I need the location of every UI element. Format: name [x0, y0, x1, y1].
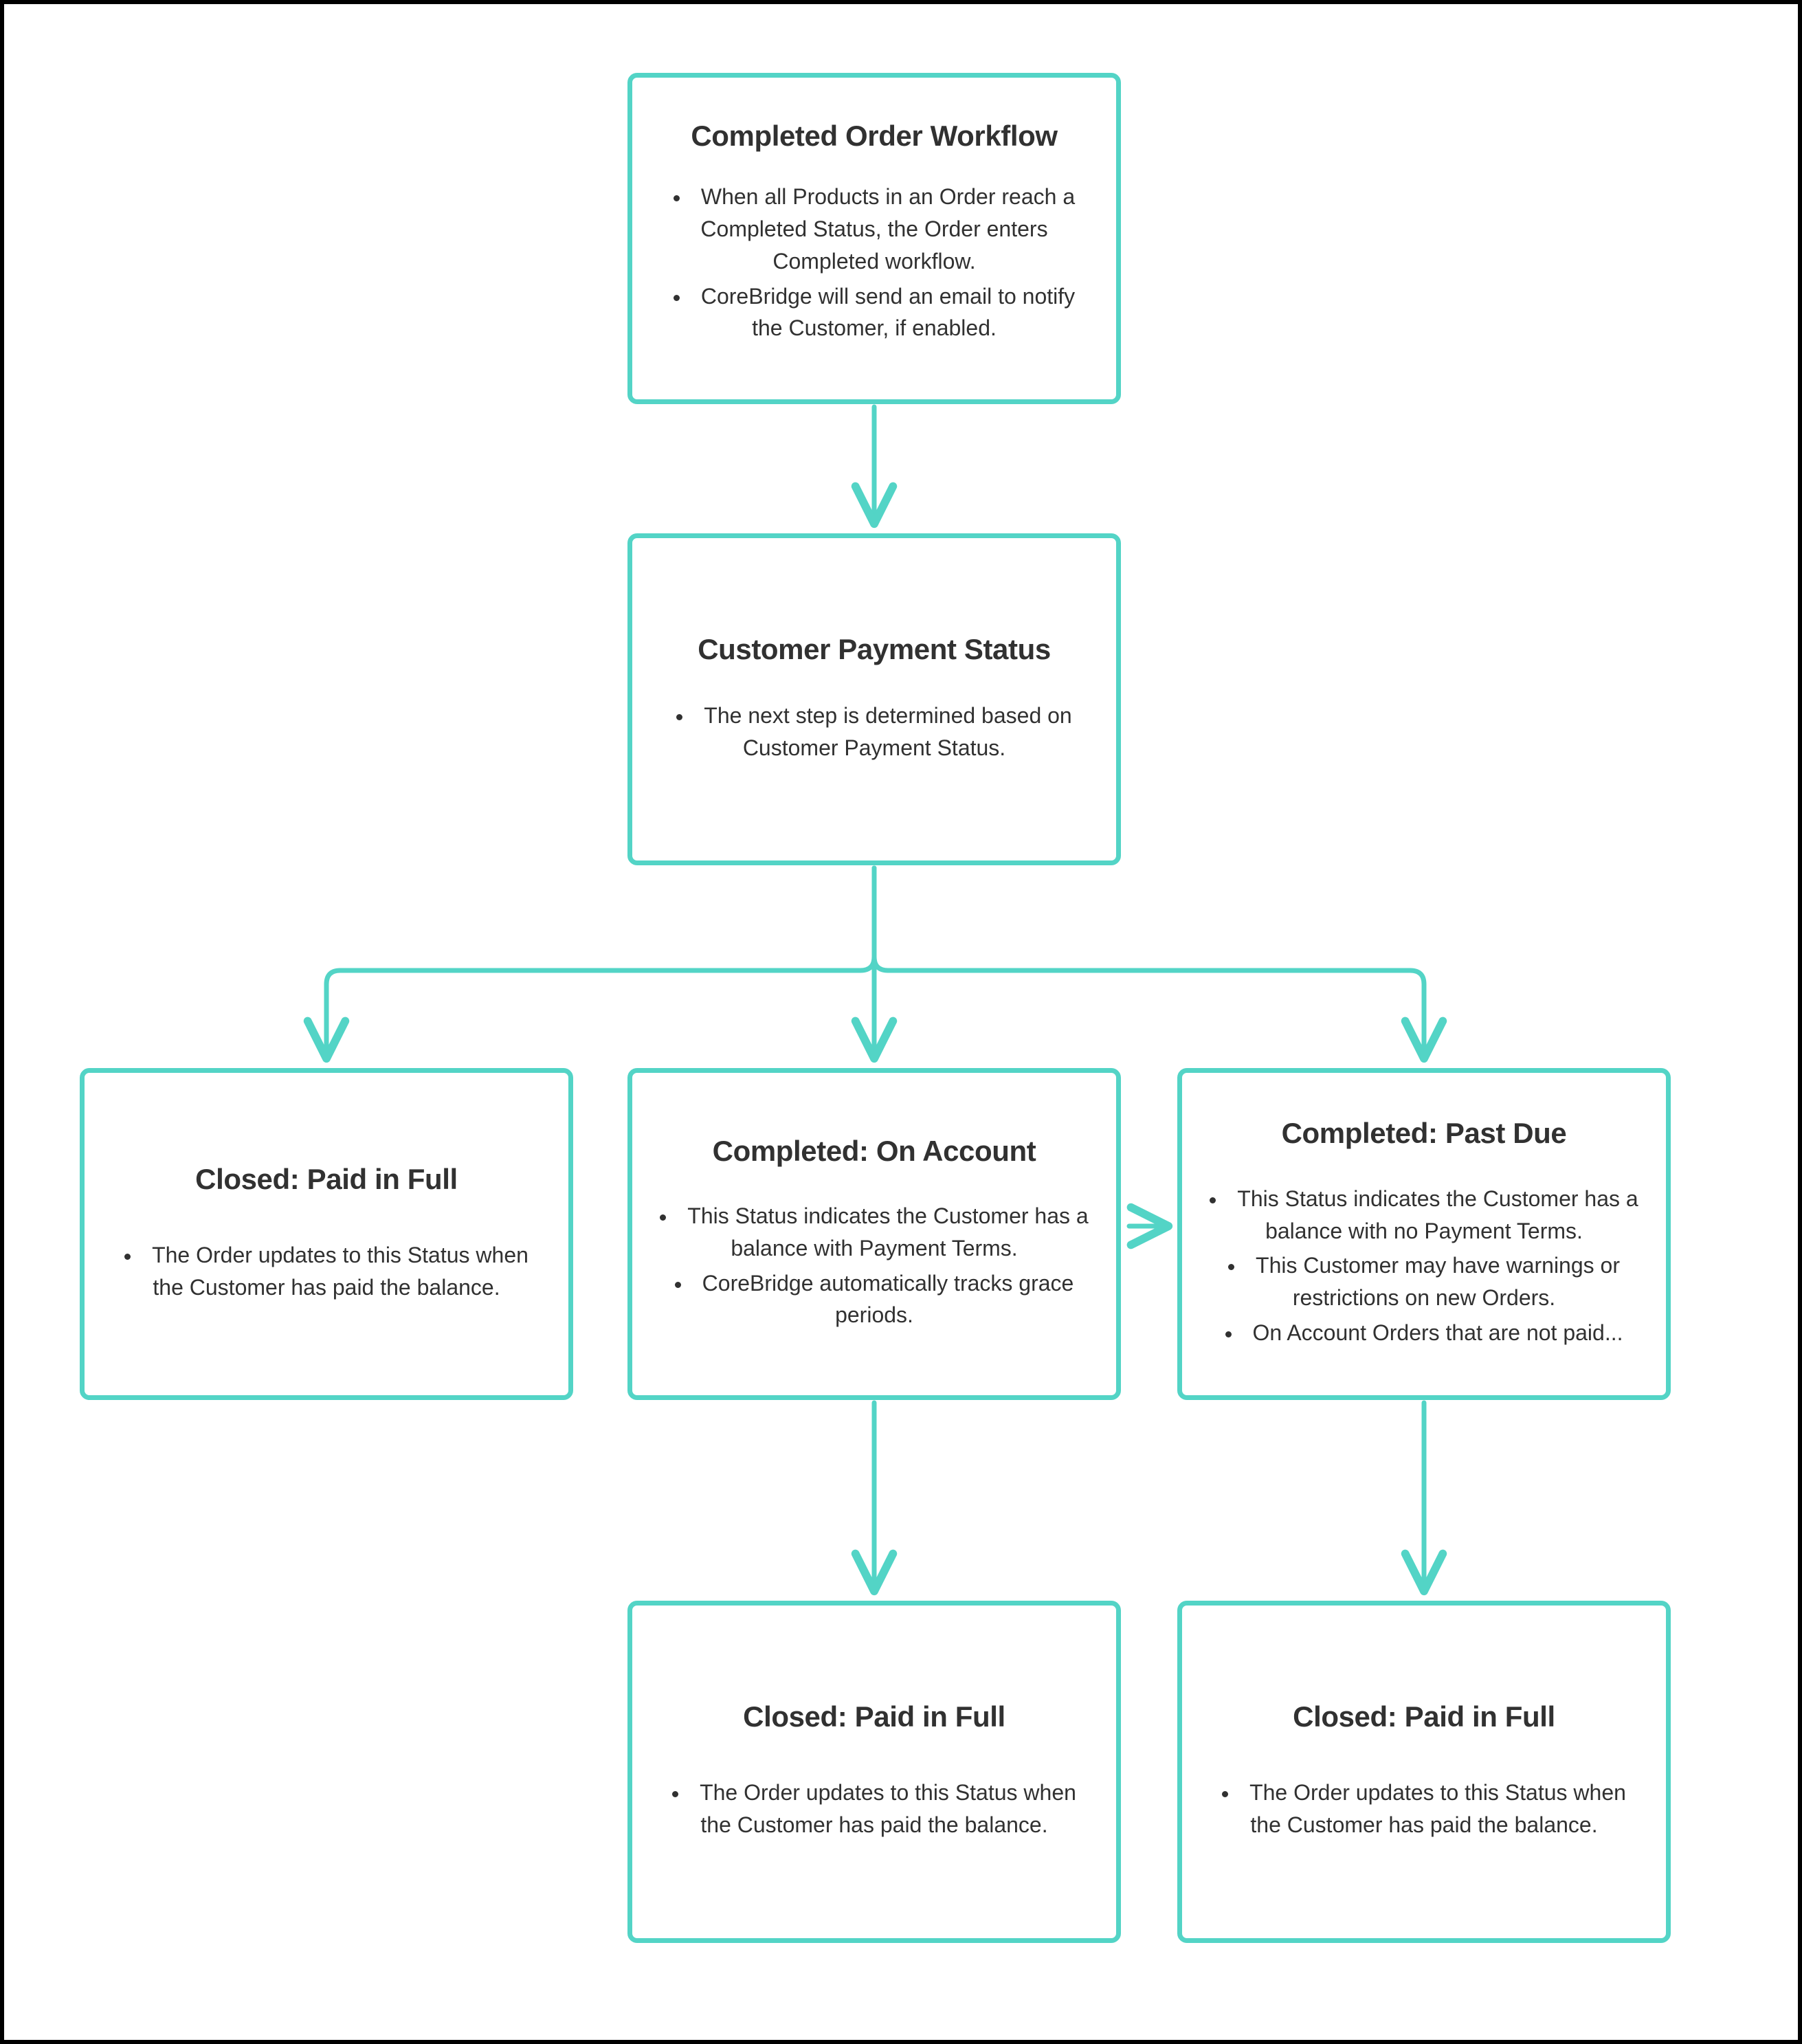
node-title: Completed: On Account	[712, 1134, 1036, 1167]
node-bullet-list: The Order updates to this Status when th…	[656, 1777, 1093, 1844]
node-title: Closed: Paid in Full	[743, 1700, 1005, 1733]
node-bullet: The Order updates to this Status when th…	[1205, 1777, 1643, 1841]
edge-payment-status-to-past-due	[871, 865, 1447, 1063]
node-bullet: CoreBridge will send an email to notify …	[656, 280, 1093, 345]
node-bullet: This Status indicates the Customer has a…	[1205, 1183, 1643, 1247]
node-bullet: This Customer may have warnings or restr…	[1205, 1249, 1643, 1314]
node-bullet: The Order updates to this Status when th…	[108, 1239, 545, 1304]
node-title: Completed Order Workflow	[691, 120, 1058, 152]
node-completed-on-account[interactable]: Completed: On Account This Status indica…	[627, 1068, 1121, 1400]
node-closed-paid-in-full-left[interactable]: Closed: Paid in Full The Order updates t…	[80, 1068, 573, 1400]
node-customer-payment-status[interactable]: Customer Payment Status The next step is…	[627, 533, 1121, 865]
edge-payment-status-to-closed-left	[303, 865, 877, 1063]
node-closed-paid-in-full-right[interactable]: Closed: Paid in Full The Order updates t…	[1177, 1601, 1671, 1943]
node-completed-past-due[interactable]: Completed: Past Due This Status indicate…	[1177, 1068, 1671, 1400]
node-bullet: This Status indicates the Customer has a…	[656, 1200, 1093, 1265]
node-completed-order-workflow[interactable]: Completed Order Workflow When all Produc…	[627, 73, 1121, 404]
node-bullet: The Order updates to this Status when th…	[656, 1777, 1093, 1841]
node-bullet-list: This Status indicates the Customer has a…	[656, 1200, 1093, 1334]
diagram-canvas: Completed Order Workflow When all Produc…	[4, 4, 1798, 2040]
node-bullet: CoreBridge automatically tracks grace pe…	[656, 1267, 1093, 1332]
node-closed-paid-in-full-middle[interactable]: Closed: Paid in Full The Order updates t…	[627, 1601, 1121, 1943]
node-title: Completed: Past Due	[1281, 1117, 1567, 1150]
node-bullet-list: The Order updates to this Status when th…	[1205, 1777, 1643, 1844]
node-bullet-list: When all Products in an Order reach a Co…	[656, 181, 1093, 347]
node-title: Closed: Paid in Full	[195, 1162, 458, 1195]
node-bullet: The next step is determined based on Cus…	[656, 700, 1093, 764]
node-bullet-list: The Order updates to this Status when th…	[108, 1239, 545, 1307]
node-title: Customer Payment Status	[698, 632, 1051, 665]
diagram-page: Completed Order Workflow When all Produc…	[4, 4, 1798, 2040]
node-bullet-list: The next step is determined based on Cus…	[656, 700, 1093, 767]
node-bullet: On Account Orders that are not paid...	[1205, 1317, 1643, 1349]
node-bullet: When all Products in an Order reach a Co…	[656, 181, 1093, 277]
node-title: Closed: Paid in Full	[1293, 1700, 1555, 1733]
node-bullet-list: This Status indicates the Customer has a…	[1205, 1183, 1643, 1352]
